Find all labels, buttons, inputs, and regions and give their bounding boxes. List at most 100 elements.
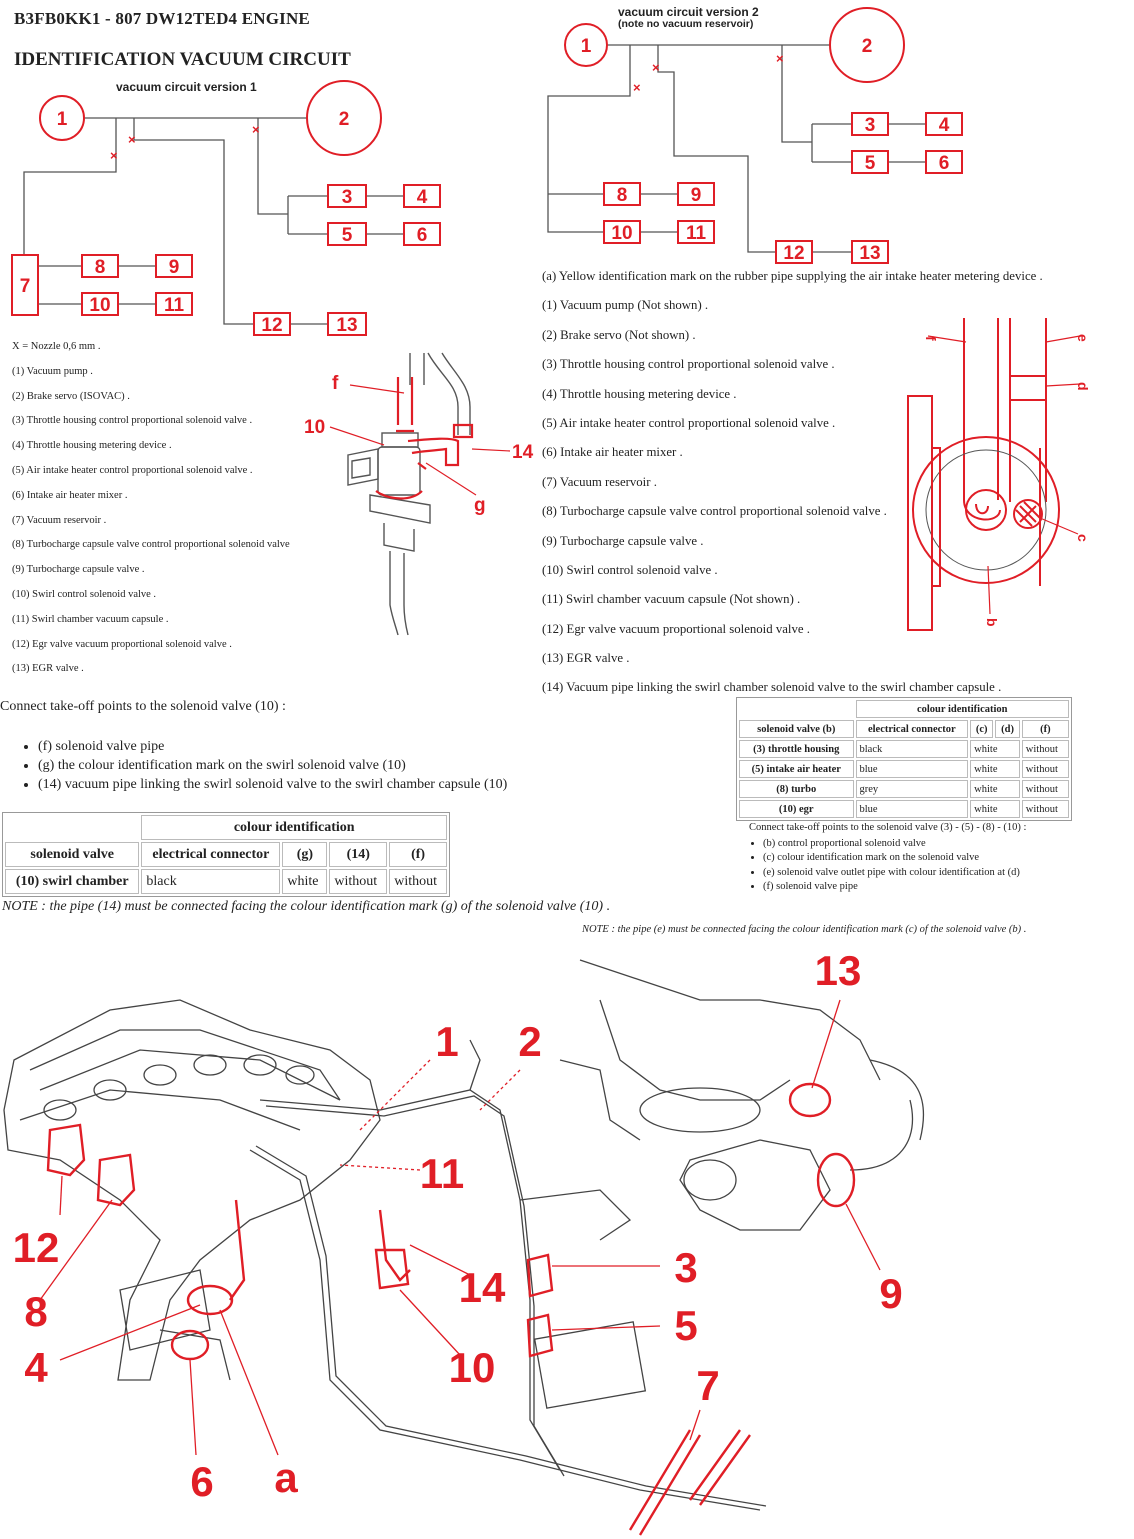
legend-item: (4) Throttle housing metering device . [542,386,737,401]
nozzle-x-mark: × [128,132,136,147]
circuit-v2-node: 2 [862,36,873,57]
engine-callout: 9 [879,1270,902,1317]
legend-item: X = Nozzle 0,6 mm . [12,341,101,352]
circuit-v2-node: 10 [611,223,632,244]
table-header: (f) [1021,720,1069,738]
circuit-v1-node: 8 [95,257,106,278]
table-cell: without [1021,740,1069,758]
circuit-v1-node: 4 [417,187,428,208]
swirl-colour-table: colour identification solenoid valve ele… [2,812,450,897]
circuit-v2-node: 5 [865,153,876,174]
table-header: electrical connector [855,720,969,738]
legend-item: (3) Throttle housing control proportiona… [542,357,835,372]
callout-b: b [984,618,1000,627]
legend-item: (8) Turbocharge capsule valve control pr… [542,504,887,519]
table-cell: (8) turbo [739,780,854,798]
engine-callout: 4 [24,1344,48,1391]
legend-right: (a) Yellow identification mark on the ru… [542,262,1043,703]
legend-item: (5) Air intake heater control proportion… [542,415,836,430]
callout-14: 14 [512,442,534,463]
circuit-v2-node: 11 [686,223,707,244]
callout-d: d [1075,382,1091,391]
table-cell: without [1021,780,1069,798]
legend-item: (6) Intake air heater mixer . [542,445,683,460]
circuit-v1-node: 11 [164,295,185,316]
table-group-header: colour identification [141,815,447,840]
circuit-v2-node: 3 [865,115,876,136]
engine-callout: 2 [518,1018,541,1065]
legend-item: (14) Vacuum pipe linking the swirl chamb… [542,680,1002,695]
callout-g: g [474,495,486,516]
legend-item: (4) Throttle housing metering device . [12,440,172,452]
circuit-v1-node: 12 [261,315,282,336]
circuit-v1-diagram: × × × 1 2 3 4 5 6 7 8 9 10 11 12 13 [11,80,441,336]
callout-e: e [1075,334,1091,342]
circuit-v1-node: 5 [342,225,353,246]
circuit-v2-node: 9 [691,185,702,206]
legend-item: (1) Vacuum pump (Not shown) . [542,298,709,313]
valves-note: NOTE : the pipe (e) must be connected fa… [582,924,1027,935]
nozzle-x-mark: × [110,148,118,163]
bullet-item: (b) control proportional solenoid valve [763,837,1020,851]
legend-item: (13) EGR valve . [542,651,630,666]
engine-overview-drawing: 1 2 13 11 12 8 14 3 5 9 4 10 7 6 a [3,947,925,1536]
table-cell: white [970,760,1020,778]
table-cell: blue [855,800,969,818]
table-blank-cell [5,815,139,840]
swirl-note: NOTE : the pipe (14) must be connected f… [2,899,611,914]
engine-callout: 1 [435,1018,458,1065]
bullet-item: (14) vacuum pipe linking the swirl solen… [38,775,507,794]
swirl-bullets: (f) solenoid valve pipe (g) the colour i… [0,737,507,794]
legend-item: (13) EGR valve . [12,663,84,675]
table-header: solenoid valve [5,842,140,867]
engine-callout: 8 [24,1288,47,1335]
table-header: solenoid valve (b) [739,720,854,738]
table-cell: without [329,869,388,894]
table-cell: (10) egr [739,800,854,818]
circuit-v1-node: 3 [342,187,353,208]
table-row: (3) throttle housing black white without [739,740,1069,758]
engine-callout: 7 [696,1362,719,1409]
table-cell: without [389,869,447,894]
table-cell: grey [855,780,969,798]
valves-colour-table: colour identification solenoid valve (b)… [736,697,1072,821]
valves-bullets: (b) control proportional solenoid valve … [749,837,1020,895]
engine-callout: 10 [449,1344,496,1391]
legend-item: (8) Turbocharge capsule valve control pr… [12,539,290,551]
table-cell: white [970,800,1020,818]
legend-item: (6) Intake air heater mixer . [12,489,128,501]
swirl-valve-detail-drawing: f 10 14 g [304,352,534,636]
table-cell: (3) throttle housing [739,740,854,758]
legend-item: (11) Swirl chamber vacuum capsule . [12,613,169,625]
legend-item: (a) Yellow identification mark on the ru… [542,269,1043,283]
circuit-v2-node: 1 [581,36,592,57]
callout-f: f [923,336,939,341]
nozzle-x-mark: × [652,60,660,75]
legend-item: (1) Vacuum pump . [12,365,93,377]
engine-callout: 3 [674,1244,697,1291]
document-code: B3FB0KK1 - 807 DW12TED4 ENGINE [14,9,310,28]
legend-item: (7) Vacuum reservoir . [12,514,107,526]
circuit-v2-node: 13 [859,243,880,264]
circuit-v2-node: 8 [617,185,628,206]
legend-item: (5) Air intake heater control proportion… [12,464,253,476]
table-header: (f) [389,842,447,867]
circuit-v1-title: vacuum circuit version 1 [116,80,257,94]
table-row: (5) intake air heater blue white without [739,760,1069,778]
engine-callout: a [274,1454,298,1501]
engine-callout: 13 [815,947,862,994]
legend-left: X = Nozzle 0,6 mm . (1) Vacuum pump . (2… [12,335,290,682]
table-cell: black [855,740,969,758]
circuit-v1-node: 1 [57,109,68,130]
valves-section-heading: Connect take-off points to the solenoid … [749,822,1027,833]
circuit-v1-node: 6 [417,225,428,246]
callout-10: 10 [304,417,325,438]
legend-item: (12) Egr valve vacuum proportional solen… [542,621,810,636]
callout-f: f [332,373,339,394]
swirl-section-heading: Connect take-off points to the solenoid … [0,699,286,714]
engine-callout: 14 [459,1264,506,1311]
engine-callout: 5 [674,1302,697,1349]
nozzle-x-mark: × [776,51,784,66]
legend-item: (10) Swirl control solenoid valve . [542,562,718,577]
table-header: (d) [995,720,1020,738]
